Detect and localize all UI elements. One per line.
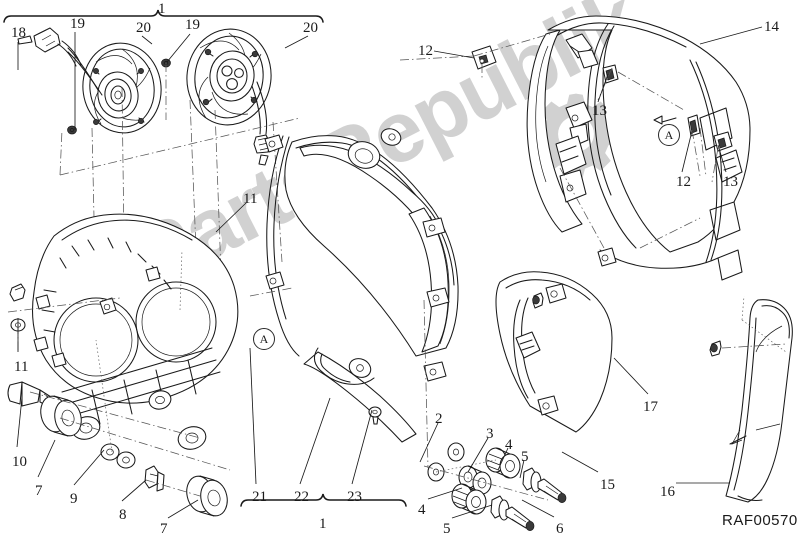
callout-21: 21: [252, 489, 267, 505]
callout-5: 5: [521, 449, 529, 465]
reference-code: RAF00570: [722, 512, 798, 529]
callout-15: 15: [600, 477, 615, 493]
callout-12: 12: [676, 174, 691, 190]
callout-18: 18: [11, 25, 26, 41]
callout-10: 10: [12, 454, 27, 470]
callout-19: 19: [70, 16, 85, 32]
callout-17: 17: [643, 399, 658, 415]
callout-2: 2: [435, 411, 443, 427]
callout-13: 13: [592, 103, 607, 119]
section-marker-a: A: [658, 124, 680, 146]
callout-12: 12: [418, 43, 433, 59]
callout-8: 8: [119, 507, 127, 523]
callout-16: 16: [660, 484, 675, 500]
callout-23: 23: [347, 489, 362, 505]
callout-20: 20: [303, 20, 318, 36]
callout-20: 20: [136, 20, 151, 36]
callout-11: 11: [14, 359, 29, 375]
callout-5: 5: [443, 521, 451, 536]
bracket-label-bracket-bottom: 1: [319, 516, 327, 532]
callout-22: 22: [294, 489, 309, 505]
callout-14: 14: [764, 19, 779, 35]
callout-4: 4: [505, 437, 513, 453]
callout-4: 4: [418, 502, 426, 518]
callout-3: 3: [486, 426, 494, 442]
callout-19: 19: [185, 17, 200, 33]
callout-13: 13: [723, 174, 738, 190]
callout-9: 9: [70, 491, 78, 507]
callout-7: 7: [160, 521, 168, 536]
bracket-label-bracket-top: 1: [158, 1, 166, 17]
callout-7: 7: [35, 483, 43, 499]
callout-11: 11: [243, 191, 258, 207]
callout-6: 6: [556, 521, 564, 536]
section-marker-a: A: [253, 328, 275, 350]
